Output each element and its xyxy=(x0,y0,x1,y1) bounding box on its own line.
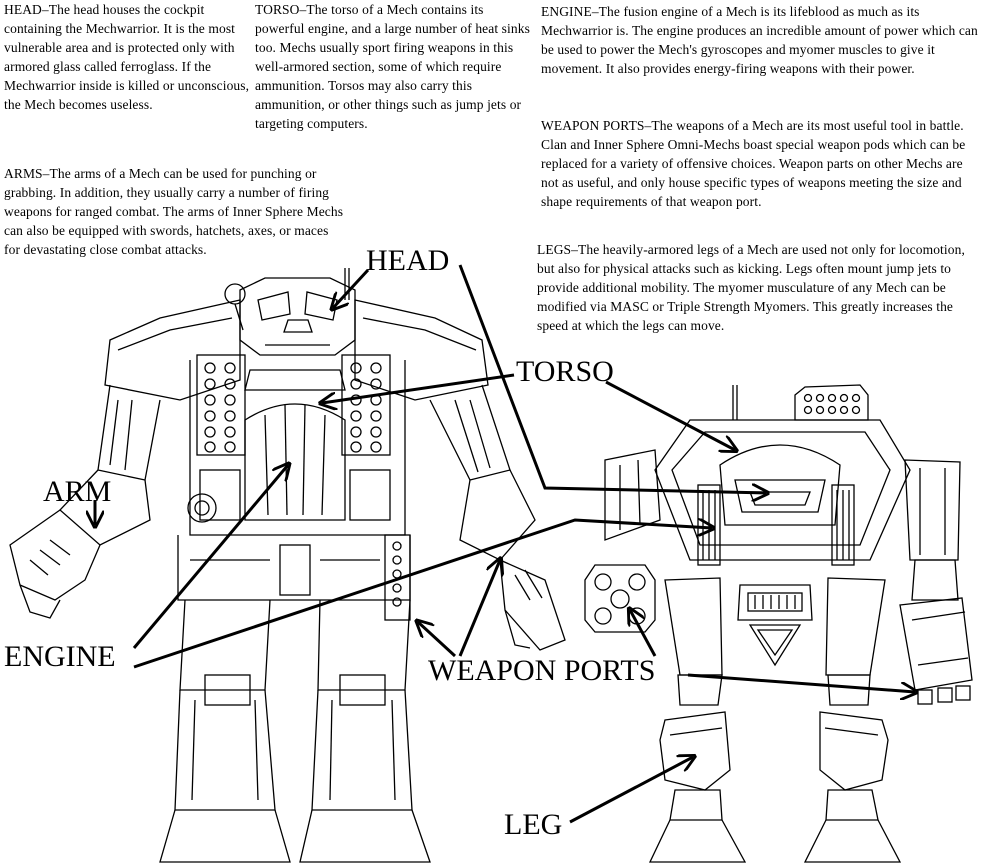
left-mech-left-arm xyxy=(9,384,161,619)
left-mech-hips xyxy=(177,534,411,621)
legs-description: LEGS–The heavily-armored legs of a Mech … xyxy=(537,242,965,333)
torso-description: TORSO–The torso of a Mech contains its p… xyxy=(255,2,530,131)
left-mech-torso xyxy=(187,354,406,536)
engine-label: ENGINE xyxy=(4,640,116,673)
right-mech-left-arm xyxy=(584,449,661,633)
weapon-ports-description: WEAPON PORTS–The weapons of a Mech are i… xyxy=(541,118,966,209)
left-mech-shoulders xyxy=(104,299,489,401)
pointer-lines xyxy=(95,264,915,824)
left-mech xyxy=(9,268,566,863)
arms-description: ARMS–The arms of a Mech can be used for … xyxy=(4,166,344,257)
right-mech-legs xyxy=(648,674,902,863)
head-label: HEAD xyxy=(366,244,450,277)
leg-label: LEG xyxy=(504,808,563,841)
torso-label: TORSO xyxy=(516,355,614,388)
right-mech-hips xyxy=(664,577,886,676)
left-mech-legs xyxy=(159,599,431,863)
right-mech-upper-torso xyxy=(654,384,911,566)
weapon-ports-label: WEAPON PORTS xyxy=(428,654,656,687)
right-mech-right-arm xyxy=(899,459,973,705)
left-mech-right-arm xyxy=(429,384,566,651)
arm-label: ARM xyxy=(43,475,112,508)
head-description: HEAD–The head houses the cockpit contain… xyxy=(4,2,250,112)
right-mech xyxy=(584,384,973,863)
engine-description: ENGINE–The fusion engine of a Mech is it… xyxy=(541,4,978,76)
left-mech-head xyxy=(224,268,356,356)
